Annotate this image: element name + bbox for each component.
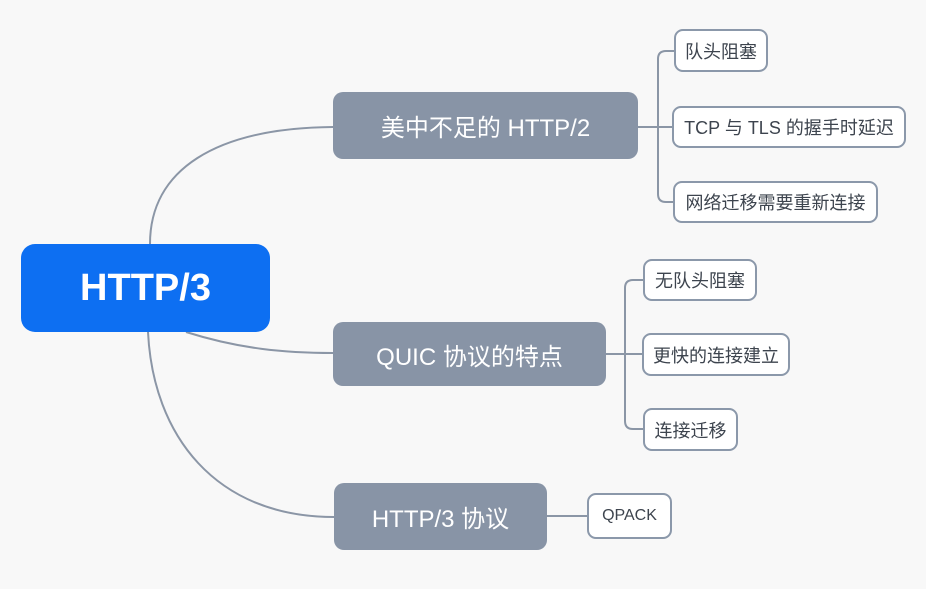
branch-node-http3-protocol[interactable]: HTTP/3 协议 <box>334 483 547 550</box>
leaf-node-no-head-of-line-blocking[interactable]: 无队头阻塞 <box>643 259 757 301</box>
leaf-node-head-of-line-blocking[interactable]: 队头阻塞 <box>674 29 768 72</box>
leaf-node-network-migration-reconnect[interactable]: 网络迁移需要重新连接 <box>673 181 878 223</box>
leaf-node-qpack[interactable]: QPACK <box>587 493 672 539</box>
root-node-http3[interactable]: HTTP/3 <box>21 244 270 332</box>
edge-root-to-branch-1 <box>149 126 334 245</box>
leaf-node-connection-migration[interactable]: 连接迁移 <box>643 408 738 451</box>
leaf-node-tcp-tls-handshake-delay[interactable]: TCP 与 TLS 的握手时延迟 <box>672 106 906 148</box>
branch-node-http2-shortcomings[interactable]: 美中不足的 HTTP/2 <box>333 92 638 159</box>
leaf-node-faster-connection-setup[interactable]: 更快的连接建立 <box>642 333 790 376</box>
edge-root-to-branch-2 <box>185 331 334 354</box>
edge-root-to-branch-3 <box>147 331 335 518</box>
branch-node-quic-features[interactable]: QUIC 协议的特点 <box>333 322 606 386</box>
